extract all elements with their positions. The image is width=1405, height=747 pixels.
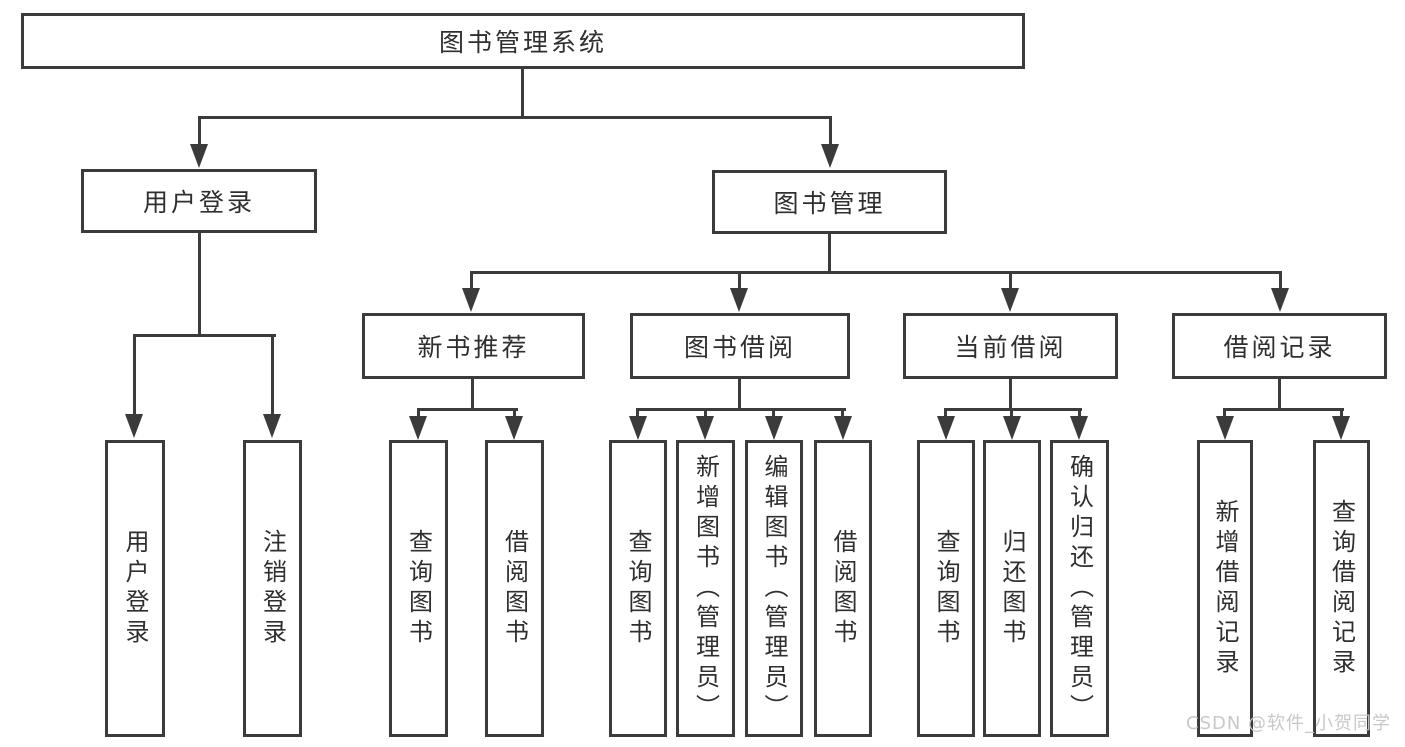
node-label: 新增借阅记录 bbox=[1211, 498, 1239, 679]
arrow-down-icon bbox=[765, 416, 783, 440]
leaf-query-books-current: 查询图书 bbox=[917, 440, 975, 737]
connector-arrow-line bbox=[198, 116, 201, 148]
node-new-book-recommend: 新书推荐 bbox=[362, 313, 585, 379]
node-label: 编辑图书（管理员） bbox=[760, 453, 788, 724]
node-library-management-system: 图书管理系统 bbox=[21, 13, 1025, 69]
arrow-down-icon bbox=[462, 288, 480, 312]
leaf-borrow-books: 借阅图书 bbox=[814, 440, 872, 737]
arrow-down-icon bbox=[937, 416, 955, 440]
connector-arrow-line bbox=[1340, 408, 1343, 420]
arrow-down-icon bbox=[834, 416, 852, 440]
connector-arrow-line bbox=[271, 334, 274, 416]
arrow-down-icon bbox=[821, 144, 839, 168]
arrow-down-icon bbox=[1332, 416, 1350, 440]
connector-arrow-line bbox=[1010, 408, 1013, 420]
arrow-down-icon bbox=[1271, 288, 1289, 312]
arrow-down-icon bbox=[505, 416, 523, 440]
arrow-down-icon bbox=[629, 416, 647, 440]
node-label: 新书推荐 bbox=[417, 333, 530, 362]
arrow-down-icon bbox=[1001, 288, 1019, 312]
connector-new-book-stem bbox=[471, 379, 474, 411]
connector-arrow-line bbox=[772, 408, 775, 420]
node-label: 借阅图书 bbox=[500, 528, 529, 649]
node-label: 新增图书（管理员） bbox=[691, 453, 720, 724]
connector-book-borrow-rail bbox=[636, 408, 846, 411]
node-user-login: 用户登录 bbox=[81, 169, 317, 233]
connector-user-login-rail bbox=[133, 334, 276, 337]
leaf-add-books-admin: 新增图书（管理员） bbox=[676, 440, 735, 737]
leaf-query-borrow-record: 查询借阅记录 bbox=[1313, 440, 1370, 737]
node-label: 查询借阅记录 bbox=[1327, 498, 1356, 679]
node-current-borrowing: 当前借阅 bbox=[903, 313, 1118, 379]
node-label: 确认归还（管理员） bbox=[1065, 453, 1094, 724]
connector-arrow-line bbox=[1009, 271, 1012, 291]
connector-arrow-line bbox=[417, 408, 420, 420]
connector-arrow-line bbox=[944, 408, 947, 420]
connector-borrow-record-stem bbox=[1278, 379, 1281, 411]
connector-new-book-rail bbox=[417, 408, 518, 411]
connector-level2-rail bbox=[470, 271, 1282, 274]
connector-arrow-line bbox=[1279, 271, 1282, 291]
connector-arrow-line bbox=[1078, 408, 1081, 420]
node-label: 借阅图书 bbox=[829, 528, 857, 649]
node-label: 图书借阅 bbox=[683, 333, 796, 362]
leaf-user-login: 用户登录 bbox=[105, 440, 165, 737]
node-label: 图书管理 bbox=[773, 189, 886, 218]
leaf-add-borrow-record: 新增借阅记录 bbox=[1197, 440, 1253, 737]
connector-borrow-record-rail bbox=[1223, 408, 1344, 411]
leaf-query-books-borrowing: 查询图书 bbox=[609, 440, 667, 737]
csdn-watermark: CSDN @软件_小贺同学 bbox=[1186, 713, 1392, 734]
leaf-borrow-books-recommend: 借阅图书 bbox=[485, 440, 544, 737]
node-label: 借阅记录 bbox=[1223, 333, 1336, 362]
node-label: 查询图书 bbox=[932, 528, 960, 649]
connector-arrow-line bbox=[704, 408, 707, 420]
arrow-down-icon bbox=[190, 144, 208, 168]
node-book-management: 图书管理 bbox=[712, 170, 947, 234]
connector-arrow-line bbox=[841, 408, 844, 420]
connector-arrow-line bbox=[829, 116, 832, 148]
node-label: 查询图书 bbox=[404, 528, 433, 649]
node-label: 归还图书 bbox=[998, 528, 1026, 649]
arrow-down-icon bbox=[1070, 416, 1088, 440]
arrow-down-icon bbox=[263, 414, 281, 438]
connector-arrow-line bbox=[133, 334, 136, 416]
connector-book-mgmt-stem bbox=[828, 234, 831, 274]
leaf-logout: 注销登录 bbox=[243, 440, 302, 737]
connector-level1-rail bbox=[198, 116, 832, 119]
connector-user-login-stem bbox=[198, 233, 201, 337]
arrow-down-icon bbox=[1216, 416, 1234, 440]
connector-book-borrow-stem bbox=[738, 379, 741, 411]
leaf-confirm-return-admin: 确认归还（管理员） bbox=[1050, 440, 1109, 737]
node-label: 用户登录 bbox=[142, 188, 255, 217]
connector-arrow-line bbox=[513, 408, 516, 420]
connector-arrow-line bbox=[636, 408, 639, 420]
node-label: 注销登录 bbox=[258, 528, 287, 649]
arrow-down-icon bbox=[730, 288, 748, 312]
node-book-borrowing: 图书借阅 bbox=[630, 313, 850, 379]
arrow-down-icon bbox=[125, 414, 143, 438]
node-borrowing-records: 借阅记录 bbox=[1172, 313, 1387, 379]
connector-arrow-line bbox=[738, 271, 741, 291]
connector-root-stem bbox=[521, 69, 524, 119]
leaf-return-books: 归还图书 bbox=[983, 440, 1041, 737]
leaf-edit-books-admin: 编辑图书（管理员） bbox=[745, 440, 803, 737]
arrow-down-icon bbox=[409, 416, 427, 440]
connector-arrow-line bbox=[1223, 408, 1226, 420]
connector-current-borrow-rail bbox=[944, 408, 1082, 411]
arrow-down-icon bbox=[1003, 416, 1021, 440]
connector-current-borrow-stem bbox=[1009, 379, 1012, 411]
node-label: 当前借阅 bbox=[954, 333, 1067, 362]
node-label: 图书管理系统 bbox=[438, 28, 607, 57]
connector-arrow-line bbox=[470, 271, 473, 291]
arrow-down-icon bbox=[696, 416, 714, 440]
node-label: 查询图书 bbox=[624, 528, 652, 649]
node-label: 用户登录 bbox=[121, 528, 149, 649]
leaf-query-books-recommend: 查询图书 bbox=[389, 440, 448, 737]
